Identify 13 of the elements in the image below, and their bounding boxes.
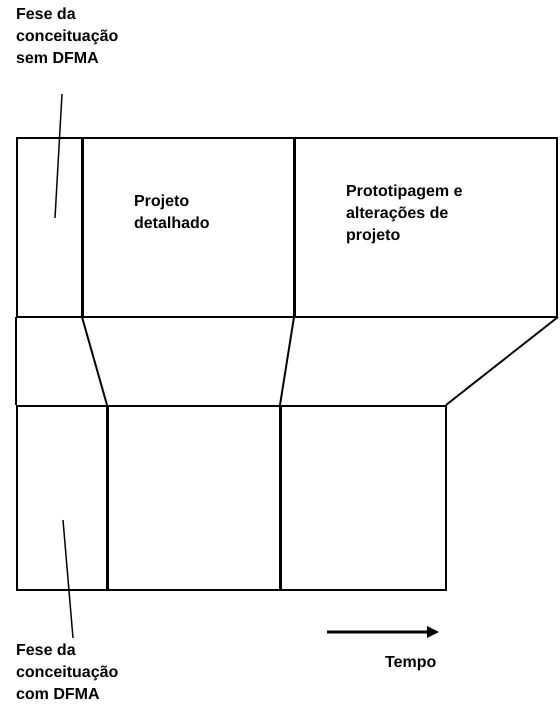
stage-cell [16,405,108,591]
caption-text: Fese da conceituação sem DFMA [16,5,120,69]
stage-cell [107,405,281,591]
stage-cell [82,137,295,318]
stage-cell [294,137,558,318]
leader-line [62,520,74,638]
caption-text: Fese da conceituação com DFMA [16,641,120,705]
axis-label: Tempo [385,653,436,673]
stage-cell [16,137,83,318]
stage-cell [280,405,447,591]
stage-label: Prototipagem e alterações de projeto [346,182,464,246]
stage-label: Projeto detalhado [134,192,211,234]
leader-line [54,94,63,218]
